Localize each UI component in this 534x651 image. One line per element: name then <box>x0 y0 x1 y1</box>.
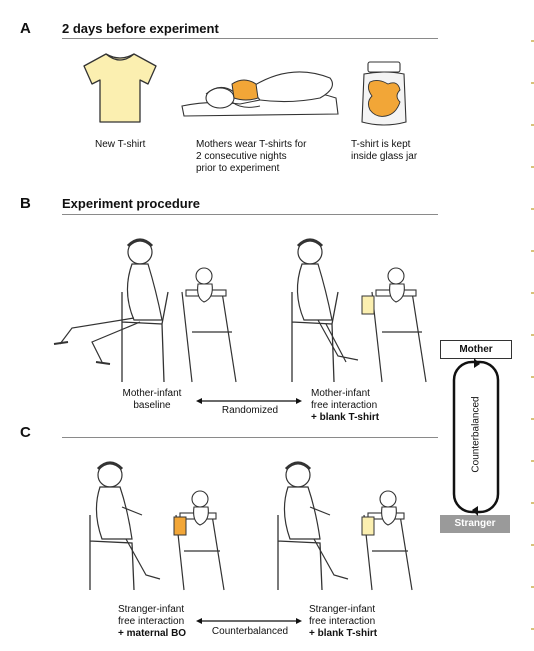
counterbalanced-label: Counterbalanced <box>211 626 289 637</box>
caption-b-left-line2: baseline <box>133 400 171 411</box>
caption-b-right: Mother-infant free interaction + blank T… <box>311 388 379 424</box>
caption-c-left-line1: Stranger-infant <box>118 604 185 615</box>
counterbalanced-loop-arrow <box>452 358 500 516</box>
panel-c-letter: C <box>20 424 31 441</box>
randomized-label: Randomized <box>221 405 279 416</box>
stranger-infant-bo-illustration <box>89 461 225 591</box>
caption-c-right: Stranger-infant free interaction + blank… <box>309 604 377 640</box>
mother-infant-baseline-illustration <box>53 238 237 383</box>
caption-b-right-line3: + blank T-shirt <box>311 412 380 423</box>
panel-b-title: Experiment procedure <box>62 196 200 211</box>
caption-b-left: Mother-infant baseline <box>110 388 194 412</box>
stranger-infant-tshirt-illustration <box>277 461 413 591</box>
caption-c-right-line1: Stranger-infant <box>309 604 376 615</box>
caption-b-right-line2: free interaction <box>311 400 378 411</box>
caption-c-left-line3: + maternal BO <box>118 628 187 639</box>
caption-new-tshirt: New T-shirt <box>95 139 146 150</box>
side-counterbalanced-label: Counterbalanced <box>470 396 482 473</box>
panel-a-rule <box>62 38 438 39</box>
caption-b-right-line1: Mother-infant <box>311 388 370 399</box>
glass-jar-illustration <box>361 61 407 126</box>
caption-c-right-line3: + blank T-shirt <box>309 628 378 639</box>
randomized-arrow <box>196 398 302 404</box>
caption-mothers-wear: Mothers wear T-shirts for 2 consecutive … <box>196 139 336 175</box>
panel-b-rule <box>62 214 438 215</box>
mother-infant-tshirt-illustration <box>291 238 427 383</box>
tshirt-illustration <box>83 53 157 123</box>
stranger-box: Stranger <box>440 515 510 533</box>
caption-mothers-line2: 2 consecutive nights <box>196 151 287 162</box>
caption-mothers-line1: Mothers wear T-shirts for <box>196 139 307 150</box>
caption-b-left-line1: Mother-infant <box>122 388 182 399</box>
caption-c-right-line2: free interaction <box>309 616 376 627</box>
sleeping-mother-illustration <box>181 71 339 117</box>
panel-c-rule <box>62 437 438 438</box>
panel-b-letter: B <box>20 195 31 212</box>
mother-box: Mother <box>440 340 512 359</box>
caption-mothers-line3: prior to experiment <box>196 163 280 174</box>
caption-c-left-line2: free interaction <box>118 616 185 627</box>
caption-jar-line2: inside glass jar <box>351 151 418 162</box>
caption-c-left: Stranger-infant free interaction + mater… <box>118 604 186 640</box>
panel-a-title: 2 days before experiment <box>62 21 219 36</box>
right-edge-marks <box>531 0 534 651</box>
counterbalanced-arrow <box>196 618 302 624</box>
caption-jar: T-shirt is kept inside glass jar <box>351 139 417 163</box>
panel-a-letter: A <box>20 20 31 37</box>
caption-jar-line1: T-shirt is kept <box>351 139 411 150</box>
